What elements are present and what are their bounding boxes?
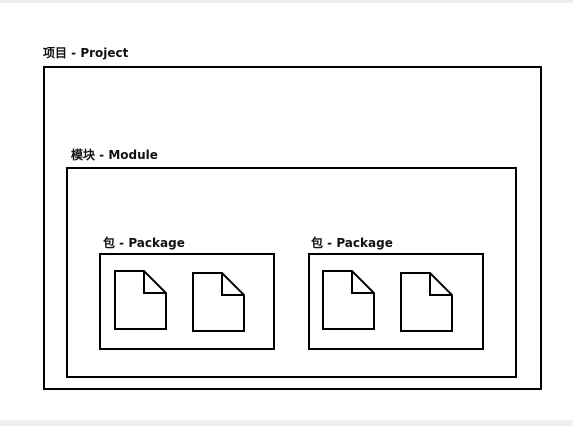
bottom-band — [0, 420, 573, 426]
file-icon — [114, 270, 167, 330]
file-icon — [322, 270, 375, 330]
top-band — [0, 0, 573, 3]
project-label: 项目 - Project — [43, 46, 129, 60]
module-box — [66, 167, 517, 378]
project-box — [43, 66, 542, 390]
package-label-2: 包 - Package — [311, 236, 393, 250]
package-box-1 — [99, 253, 275, 350]
file-icon — [192, 272, 245, 332]
file-icon — [400, 272, 453, 332]
package-label-1: 包 - Package — [103, 236, 185, 250]
package-box-2 — [308, 253, 484, 350]
module-label: 模块 - Module — [71, 148, 158, 162]
